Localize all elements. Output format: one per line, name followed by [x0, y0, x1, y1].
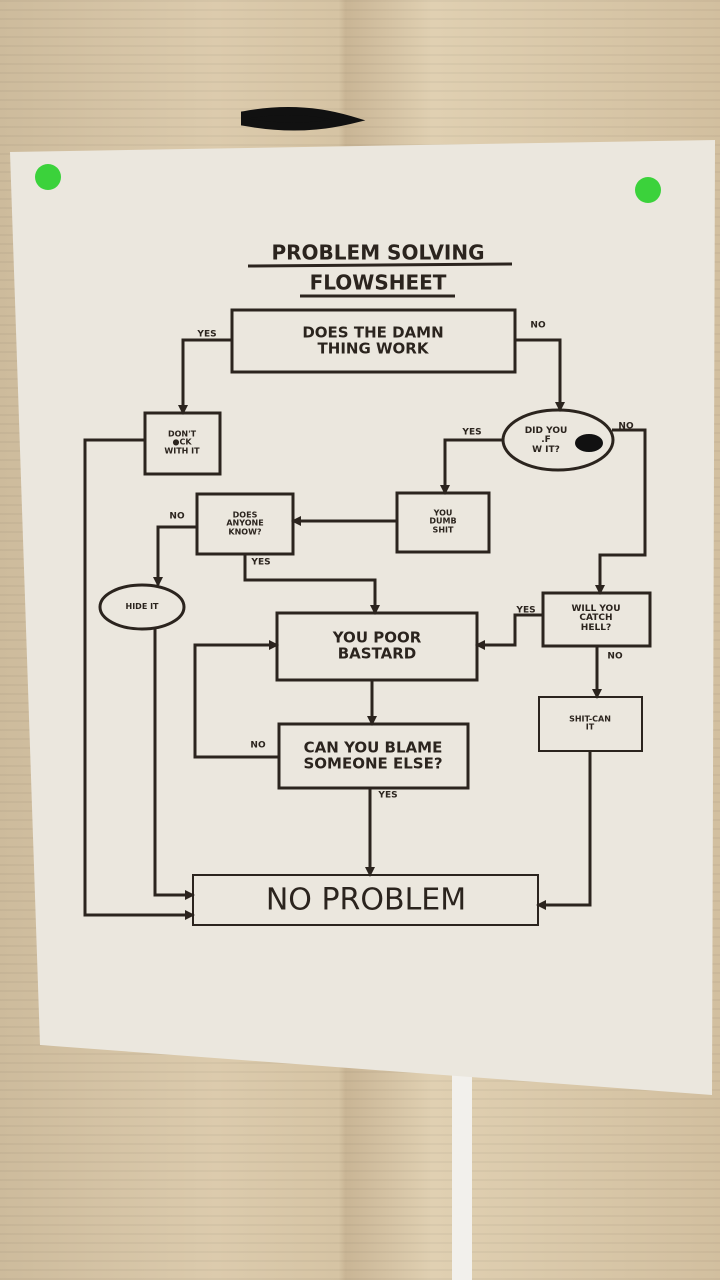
arrow-no-start: [515, 338, 565, 412]
pushpin-left: [35, 164, 61, 190]
title-line-2: FLOWSHEET: [309, 270, 447, 295]
label-yes-did: YES: [462, 427, 482, 438]
arrow-yes-did: [440, 438, 503, 495]
label-no-know: NO: [169, 511, 185, 522]
label-yes-hell: YES: [516, 605, 536, 616]
redaction-mark: [241, 107, 366, 131]
arrow-yes-hell: [475, 613, 543, 650]
arrow-yes-know: [243, 554, 380, 615]
white-pole: [452, 1030, 472, 1280]
label-no-did: NO: [618, 421, 634, 432]
title-underline-1: [247, 262, 513, 268]
title-line-1: PROBLEM SOLVING: [271, 240, 485, 265]
ellipse-hide-it: [98, 583, 186, 631]
arrow-no-know: [153, 525, 197, 587]
label-no-hell: NO: [607, 651, 623, 662]
arrow-shitcan-to-end: [536, 751, 592, 910]
label-no-blame: NO: [250, 740, 266, 751]
arrow-no-blame: [193, 640, 279, 759]
redaction-blob: [575, 434, 603, 452]
paper-sheet: [10, 140, 715, 1095]
label-yes-know: YES: [251, 557, 271, 568]
node-no-problem: NO PROBLEM: [265, 882, 467, 918]
pushpin-right: [635, 177, 661, 203]
arrow-yes-start: [178, 338, 232, 415]
arrow-no-did: [595, 428, 647, 595]
label-yes-blame: YES: [378, 790, 398, 801]
label-no-start: NO: [530, 320, 546, 331]
arrow-hide-to-end: [153, 629, 195, 900]
arrow-dont-to-end: [83, 438, 195, 920]
label-yes-start: YES: [197, 329, 217, 340]
node-hide-it: HIDE IT: [125, 601, 159, 611]
